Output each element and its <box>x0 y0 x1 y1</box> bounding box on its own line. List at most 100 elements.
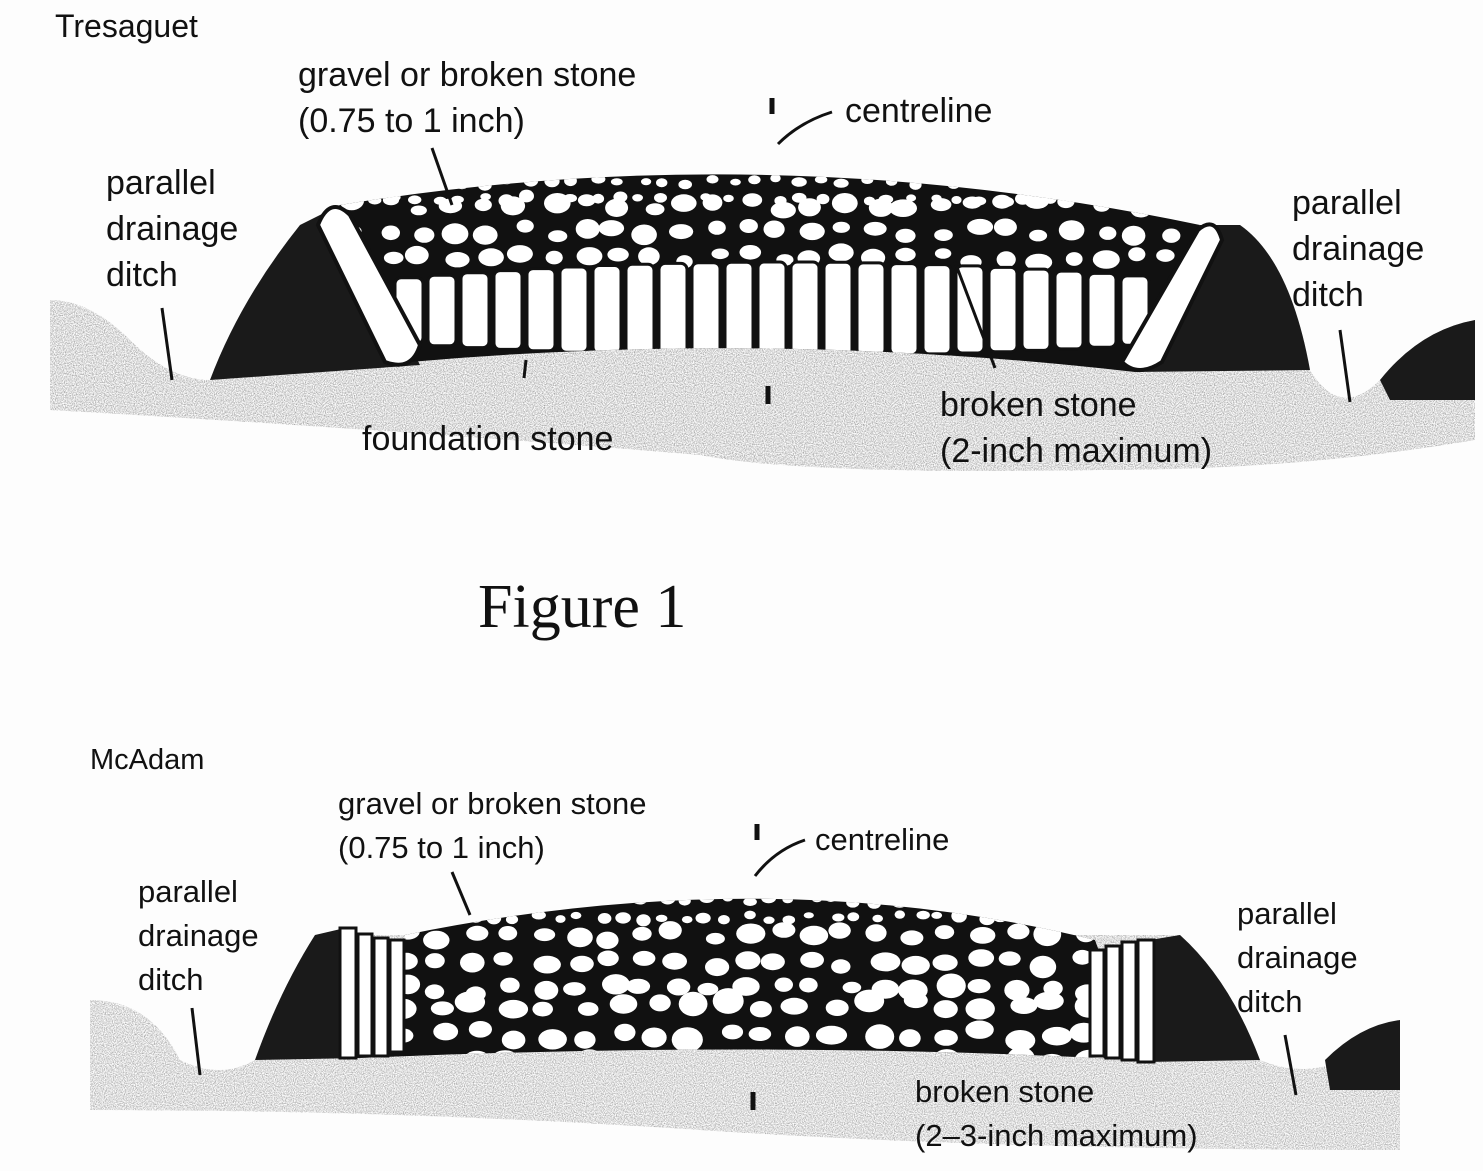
stone-texture <box>671 194 697 212</box>
foundation-block <box>756 260 788 358</box>
stone-texture <box>1004 979 1030 1001</box>
stone-texture <box>466 925 489 941</box>
stone-texture <box>697 982 719 996</box>
stone-texture <box>762 882 773 891</box>
stone-texture <box>815 1025 848 1045</box>
stone-texture <box>678 898 691 906</box>
stone-texture <box>1109 159 1119 167</box>
stone-texture <box>906 194 917 202</box>
stone-texture <box>743 898 757 906</box>
foundation-block <box>558 265 590 354</box>
stone-texture <box>602 974 630 995</box>
stone-texture <box>615 912 631 924</box>
stone-texture <box>863 221 887 236</box>
stone-texture <box>934 925 955 940</box>
stone-texture <box>799 222 825 241</box>
stone-texture <box>1045 915 1056 924</box>
stone-texture <box>523 175 539 187</box>
stone-texture <box>531 910 546 920</box>
foundation-block <box>789 260 821 358</box>
stone-texture <box>785 1026 810 1047</box>
stone-texture <box>531 877 547 890</box>
stone-texture <box>478 179 492 191</box>
stone-texture <box>951 196 962 204</box>
stone-texture <box>837 163 847 170</box>
stone-texture <box>641 178 652 186</box>
stone-texture <box>825 999 849 1016</box>
stone-texture <box>952 880 967 891</box>
stone-texture <box>852 877 866 889</box>
stone-texture <box>749 1001 772 1018</box>
stone-texture <box>882 161 896 171</box>
stone-texture <box>632 158 645 166</box>
stone-texture <box>847 912 860 922</box>
stone-texture <box>567 927 593 948</box>
stone-texture <box>519 189 534 203</box>
stone-texture <box>1106 192 1120 201</box>
stone-texture <box>588 162 601 170</box>
stone-texture <box>763 916 775 924</box>
stone-texture <box>738 878 753 889</box>
stone-texture <box>780 997 808 1015</box>
stone-texture <box>404 245 429 265</box>
stone-texture <box>1033 922 1062 947</box>
stone-texture <box>794 156 806 164</box>
stone-texture <box>1082 898 1098 905</box>
stone-texture <box>1131 160 1143 170</box>
stone-texture <box>992 912 1008 923</box>
stone-texture <box>681 880 696 892</box>
stone-texture <box>577 194 596 207</box>
stone-texture <box>934 248 952 259</box>
stone-texture <box>846 898 860 908</box>
stone-texture <box>1156 161 1168 169</box>
stone-texture <box>655 914 668 923</box>
stone-texture <box>1010 997 1038 1014</box>
ditch-right-leader <box>1283 1034 1298 1096</box>
stone-texture <box>681 916 693 924</box>
stone-texture <box>570 911 582 920</box>
stone-texture <box>544 175 560 188</box>
stone-texture <box>763 220 785 238</box>
stone-texture <box>631 224 657 246</box>
stone-texture <box>933 1000 958 1019</box>
stone-texture <box>832 913 845 922</box>
stone-texture <box>1064 178 1076 186</box>
foundation-block <box>492 269 524 351</box>
foundation-block <box>1020 267 1052 352</box>
stone-texture <box>932 954 958 971</box>
stone-texture <box>656 178 668 188</box>
stone-texture <box>828 243 854 262</box>
shoulder-left <box>210 205 420 380</box>
stone-texture <box>424 880 435 887</box>
stone-texture <box>1179 176 1192 185</box>
stone-texture <box>1075 925 1096 943</box>
stone-texture <box>895 228 916 243</box>
stone-texture <box>577 1002 599 1016</box>
stone-texture <box>506 245 533 263</box>
foundation-block <box>855 261 887 357</box>
stone-texture <box>996 251 1016 268</box>
stone-texture <box>344 161 355 168</box>
stone-texture <box>534 928 556 942</box>
stone-texture <box>520 163 533 171</box>
stone-texture <box>598 220 625 237</box>
stone-texture <box>748 175 761 185</box>
stone-texture <box>532 1001 553 1017</box>
stone-texture <box>425 953 445 969</box>
stone-texture <box>1128 247 1146 262</box>
stone-texture <box>732 977 760 996</box>
stone-texture <box>742 193 763 207</box>
stone-texture <box>870 952 901 972</box>
foundation-block <box>690 261 722 358</box>
stone-texture <box>967 979 991 994</box>
ditch-right-bank <box>1325 1020 1400 1090</box>
stone-texture <box>833 178 849 188</box>
stone-texture <box>493 952 513 966</box>
stone-texture <box>669 224 694 240</box>
stone-texture <box>995 161 1010 171</box>
stone-texture <box>478 248 504 267</box>
stone-texture <box>614 1023 636 1042</box>
stone-texture <box>563 982 586 996</box>
gravel-leader <box>430 147 454 206</box>
